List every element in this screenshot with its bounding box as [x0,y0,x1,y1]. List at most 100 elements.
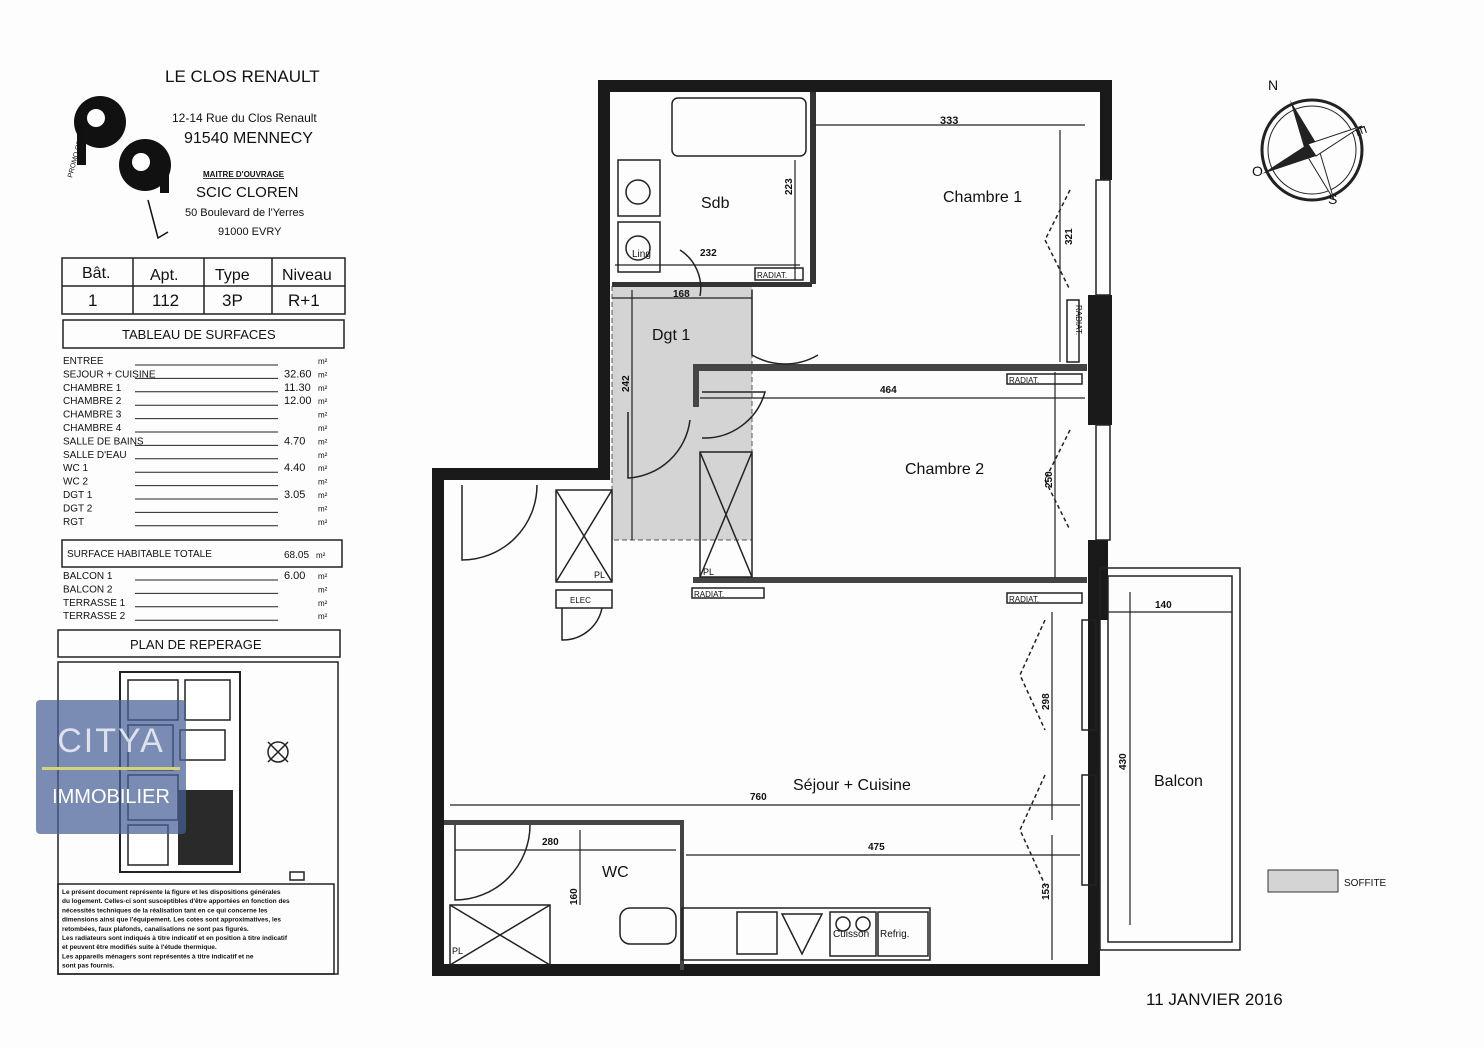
compass: N E S O [1252,77,1370,207]
surface-value: 32.60 [284,368,312,380]
ling-label: Ling [632,249,651,260]
total-unit: m² [316,551,326,560]
header-apt: Apt. [150,267,178,284]
room-sdb: Sdb [701,195,730,212]
disclaimer-line: et peuvent être modifiés suite à l'étude… [62,944,217,951]
surface-label: DGT 1 [63,490,93,501]
dim-168: 168 [673,289,690,300]
surface-unit: m² [318,599,328,608]
dim-280: 280 [542,837,559,848]
windows [1081,179,1111,886]
disclaimer-line: Le présent document représente la figure… [62,889,281,896]
value-niveau: R+1 [288,291,320,310]
dim-464: 464 [880,385,897,396]
compass-o: O [1252,163,1263,179]
room-chambre-2: Chambre 2 [905,461,984,478]
total-label: SURFACE HABITABLE TOTALE [67,549,212,560]
project-title: LE CLOS RENAULT [165,67,320,86]
doors [454,189,1071,901]
surface-value: 3.05 [284,489,305,501]
dim-475: 475 [868,842,885,853]
surface-unit: m² [318,451,328,460]
dim-430: 430 [1118,753,1129,770]
header-niveau: Niveau [282,267,332,284]
radiat-sejour: RADIAT. [1009,595,1039,604]
pl-label-1: PL [594,570,605,580]
radiat-ch2: RADIAT. [694,590,724,599]
laundry [617,221,661,273]
header-block: LE CLOS RENAULT 12-14 Rue du Clos Renaul… [165,67,320,238]
sink [736,911,778,955]
washbasin [617,159,661,217]
watermark-brand: CITYA [57,722,165,760]
dim-140: 140 [1155,600,1172,611]
header-bat: Bât. [82,265,110,282]
promogerim-logo: PROMO GERIM [67,96,171,240]
dim-333: 333 [940,115,958,127]
surface-label: CHAMBRE 2 [63,396,122,407]
disclaimer-line: sont pas fournis. [62,963,115,970]
radiators: RADIAT. RADIAT. RADIAT. RADIAT. [691,299,1083,604]
room-balcon: Balcon [1154,773,1203,790]
legend: SOFFITE [1267,869,1387,893]
address-line-2: 91540 MENNECY [184,130,313,147]
disclaimer-line: Les radiateurs sont indiqués à titre ind… [62,935,288,942]
surface-unit: m² [318,572,328,581]
cuisson-label: Cuisson [833,929,869,940]
disclaimer-line: nécessités techniques de la réalisation … [62,907,268,914]
surface-value: 12.00 [284,395,312,407]
balcony [1099,567,1241,951]
surface-label: SALLE D'EAU [63,450,127,461]
owner-label: MAITRE D'OUVRAGE [203,170,285,179]
interior-walls [444,92,1087,970]
reperage-title: PLAN DE REPERAGE [130,637,262,652]
radiat-ch1: RADIAT. [1009,376,1039,385]
surface-label: WC 1 [63,463,88,474]
radiat-ch1-side: RADIAT. [1074,305,1083,335]
owner-name: SCIC CLOREN [196,184,299,201]
surfaces-title: TABLEAU DE SURFACES [122,327,276,342]
watermark-line [42,767,180,770]
refrig-label: Refrig. [880,929,909,940]
surface-unit: m² [318,585,328,594]
surface-label: CHAMBRE 4 [63,423,122,434]
surface-unit: m² [318,437,328,446]
owner-address-2: 91000 EVRY [218,226,282,238]
header-type: Type [215,267,250,284]
surface-value: 4.70 [284,435,305,447]
room-labels: Sdb Chambre 1 Dgt 1 Chambre 2 Séjour + C… [602,189,1203,881]
info-table: Bât. Apt. Type Niveau 1 112 3P R+1 [61,257,346,315]
surface-unit: m² [318,384,328,393]
hob [829,911,877,957]
surface-label: DGT 2 [63,503,93,514]
surface-unit: m² [318,478,328,487]
wc-and-kitchen: Cuisson Refrig. [619,907,931,961]
plan-date: 11 JANVIER 2016 [1146,990,1283,1009]
radiat-sdb: RADIAT. [757,271,787,280]
surface-unit: m² [318,491,328,500]
toilet [619,907,677,945]
compass-s: S [1328,191,1337,207]
surface-label: BALCON 1 [63,571,113,582]
surface-label: RGT [63,517,84,528]
bathroom-fixtures: Ling RADIAT. [617,97,807,281]
surface-label: CHAMBRE 3 [63,410,122,421]
dim-760: 760 [750,792,767,803]
value-bat: 1 [88,291,97,310]
surface-unit: m² [318,397,328,406]
dim-223: 223 [784,178,795,195]
surface-label: SEJOUR + CUISINE [63,369,156,380]
elec-label: ELEC [570,596,591,605]
owner-address-1: 50 Boulevard de l'Yerres [185,207,305,219]
kitchen-counter [681,907,931,961]
surface-label: TERRASSE 2 [63,611,126,622]
disclaimer-line: du logement. Celles-ci sont susceptibles… [62,898,290,905]
room-sejour-cuisine: Séjour + Cuisine [793,777,911,794]
dim-242: 242 [621,375,632,392]
pl-label-3: PL [452,946,463,956]
disclaimer-text: Le présent document représente la figure… [62,889,290,970]
surface-label: SALLE DE BAINS [63,436,144,447]
